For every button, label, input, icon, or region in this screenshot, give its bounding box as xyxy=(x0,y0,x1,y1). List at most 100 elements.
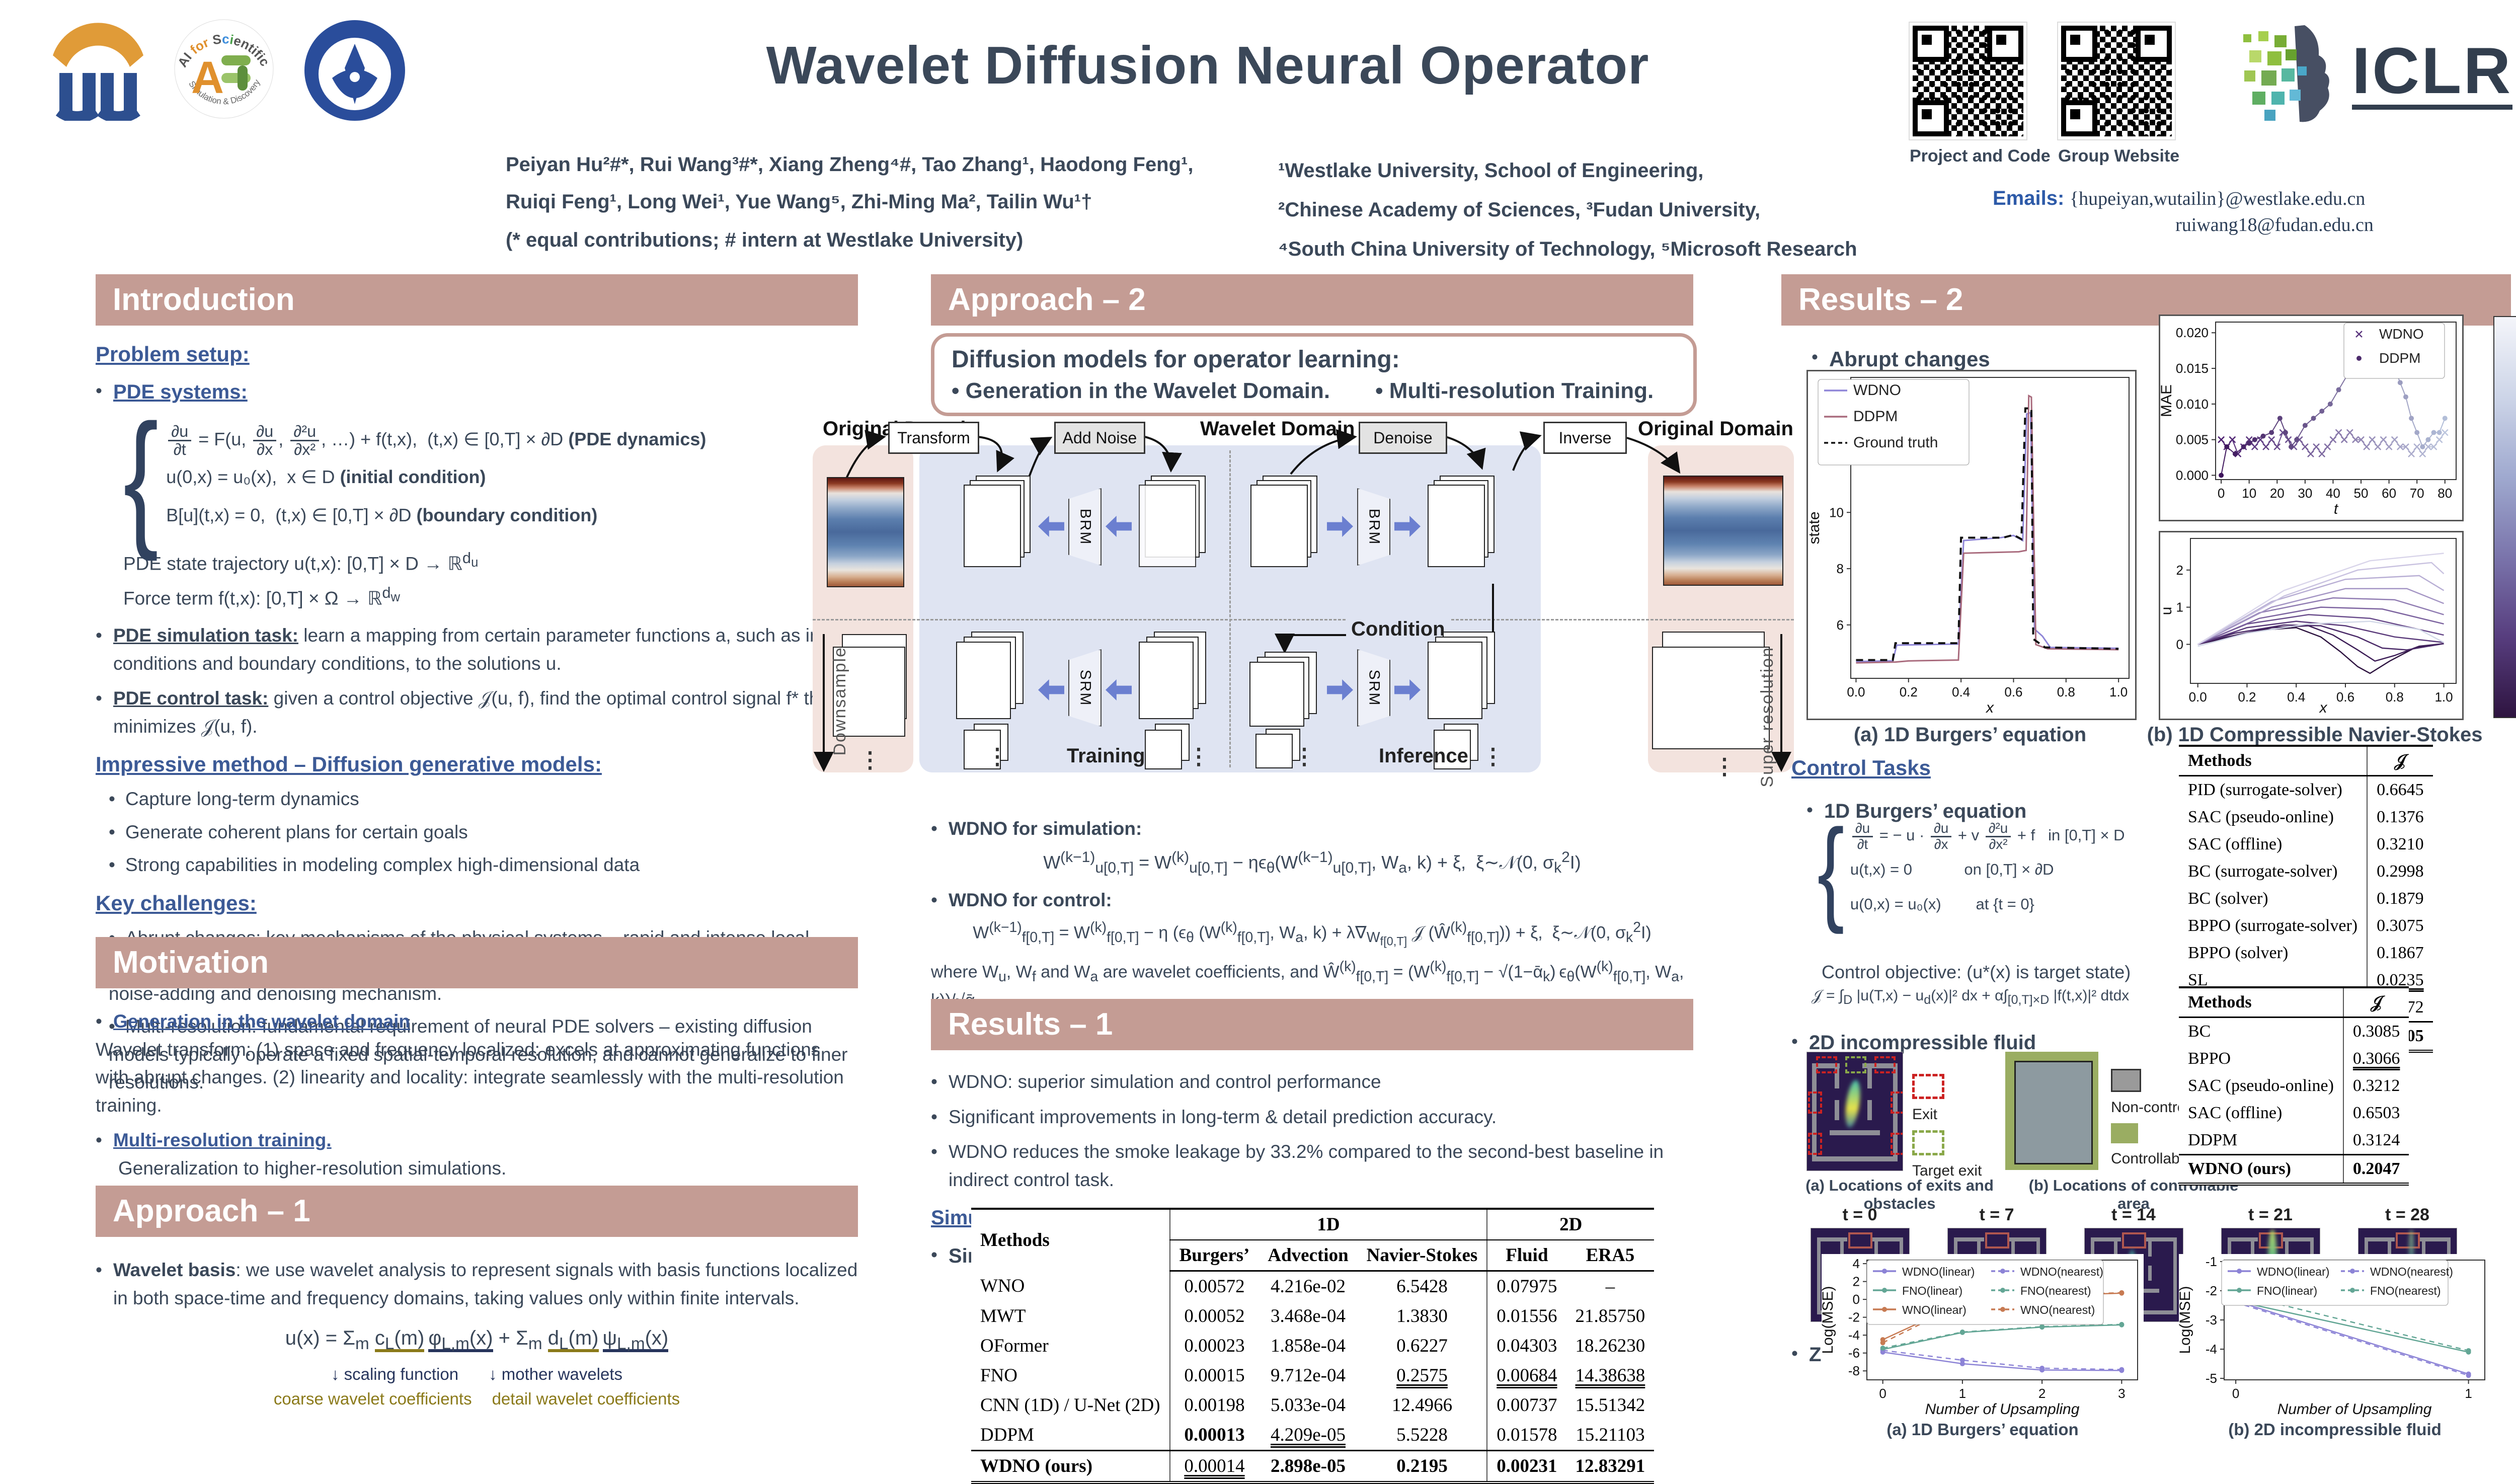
initial-condition-equation: u(0,x) = u₀(x), x ∈ D (initial condition… xyxy=(166,466,486,488)
scaling-function-annotation: ↓ scaling function xyxy=(331,1364,459,1383)
problem-setup-heading: Problem setup: xyxy=(96,342,250,366)
qr-group-website: Group Website xyxy=(2057,22,2180,166)
sim-task-text: learn a mapping from certain parameter f… xyxy=(113,625,848,674)
motivation-content: •Generation in the wavelet domain Wavele… xyxy=(96,1000,858,1182)
controllable-swatch xyxy=(2111,1123,2138,1143)
caption-navier-stokes: (b) 1D Compressible Navier-Stokes xyxy=(2147,724,2483,746)
boundary-condition-equation: B[u](t,x) = 0, (t,x) ∈ [0,T] × ∂D (bound… xyxy=(166,504,598,525)
key-challenges-heading: Key challenges: xyxy=(96,891,257,915)
super-resolution-label: Super resolution xyxy=(1758,647,1777,788)
svg-text:0.020: 0.020 xyxy=(2176,325,2209,340)
svg-text:0.6: 0.6 xyxy=(2336,689,2354,705)
iclr-wordmark: ICLR xyxy=(2352,36,2513,110)
ellipsis: ⋮ xyxy=(1188,744,1210,769)
svg-text:0.000: 0.000 xyxy=(2176,468,2209,483)
results1-bullet-2: Significant improvements in long-term & … xyxy=(948,1106,1497,1127)
training-label: Training xyxy=(1067,745,1145,767)
fluid-heading: 2D incompressible fluid xyxy=(1809,1032,2036,1054)
svg-text:DDPM: DDPM xyxy=(1853,408,1898,425)
svg-text:WDNO: WDNO xyxy=(2379,326,2424,342)
svg-text:FNO(nearest): FNO(nearest) xyxy=(2370,1284,2441,1297)
wdno-simulation-formula: W(k−1)u[0,T] = W(k)u[0,T] − ηϵθ(W(k−1)u[… xyxy=(1043,848,1581,876)
section-approach-2: Approach – 2 xyxy=(931,274,1693,326)
detail-coefficients-annotation: detail wavelet coefficients xyxy=(492,1389,680,1409)
section-motivation: Motivation xyxy=(96,937,858,988)
multires-text: Generalization to higher-resolution simu… xyxy=(118,1157,507,1179)
table-row: SAC (pseudo-online)0.1376 xyxy=(2179,804,2433,831)
svg-text:0.6: 0.6 xyxy=(2004,684,2022,699)
control-tasks-heading: Control Tasks xyxy=(1791,756,1931,779)
svg-text:0: 0 xyxy=(1853,1292,1860,1307)
wavelet-coeff-stack-clean xyxy=(964,476,1032,571)
qr-project-code: Project and Code xyxy=(1909,22,2051,166)
svg-text:-2: -2 xyxy=(1848,1310,1860,1325)
qr-group-label: Group Website xyxy=(2058,146,2180,166)
svg-text:0.4: 0.4 xyxy=(2287,689,2305,705)
authors-line-1: Peiyan Hu²#*, Rui Wang³#*, Xiang Zheng⁴#… xyxy=(506,153,1194,176)
svg-text:6: 6 xyxy=(1837,617,1844,633)
original-domain-right-label: Original Domain xyxy=(1638,418,1793,440)
target-exit-label: Target exit xyxy=(1912,1162,1982,1179)
sim-task-label: PDE simulation task: xyxy=(113,625,298,646)
control-objective-text: Control objective: (u*(x) is target stat… xyxy=(1822,962,2131,982)
srm-model-inference: SRM xyxy=(1357,649,1390,727)
denoise-box: Denoise xyxy=(1359,422,1447,454)
target-exit-swatch xyxy=(1912,1130,1944,1155)
pde-system-equations: { ∂u∂t = F(u, ∂u∂x, ∂²u∂x², …) + f(t,x),… xyxy=(116,402,858,553)
reconstructed-state-heatmap xyxy=(1663,476,1783,586)
svg-text:10: 10 xyxy=(1829,505,1844,520)
wdno-control-label: WDNO for control: xyxy=(948,889,1112,910)
page-title: Wavelet Diffusion Neural Operator xyxy=(766,36,1649,95)
svg-text:-3: -3 xyxy=(2206,1312,2217,1327)
condition-label: Condition xyxy=(1346,618,1450,641)
svg-text:40: 40 xyxy=(2326,486,2340,501)
superres-coeff-stack-large xyxy=(1428,632,1498,722)
diffusion-benefits-list: Capture long-term dynamics Generate cohe… xyxy=(109,785,858,879)
svg-text:0.010: 0.010 xyxy=(2176,397,2209,412)
affiliations: ¹Westlake University, School of Engineer… xyxy=(1278,151,1897,308)
svg-text:0: 0 xyxy=(2218,486,2225,501)
fluid-controllable-image xyxy=(2005,1052,2098,1170)
generated-coeff-stack xyxy=(1428,476,1498,571)
svg-text:WNO(linear): WNO(linear) xyxy=(1902,1303,1967,1316)
state-heatmap xyxy=(827,477,904,587)
table-row: BC (solver)0.1879 xyxy=(2179,885,2433,912)
svg-text:x: x xyxy=(2319,699,2328,716)
svg-text:1.0: 1.0 xyxy=(2109,684,2128,699)
iclr-head-icon xyxy=(2243,25,2329,122)
table-row: PID (surrogate-solver)0.6645 xyxy=(2179,775,2433,804)
abrupt-changes-heading-row: •Abrupt changes xyxy=(1812,343,1990,375)
callout-title: Diffusion models for operator learning: xyxy=(952,346,1400,373)
svg-text:WDNO(linear): WDNO(linear) xyxy=(2257,1265,2329,1278)
multires-heading: Multi-resolution training. xyxy=(113,1130,332,1150)
svg-text:-4: -4 xyxy=(1848,1327,1860,1343)
multires-noised-stack-small xyxy=(1145,724,1195,769)
svg-text:WDNO(nearest): WDNO(nearest) xyxy=(2020,1265,2103,1278)
svg-text:MAE: MAE xyxy=(2159,384,2175,417)
svg-text:0.2: 0.2 xyxy=(1900,684,1918,699)
method-diagram: Original Domain Wavelet Domain Original … xyxy=(813,418,1794,800)
timestep-label: t = 14 xyxy=(2111,1205,2156,1224)
svg-text:2: 2 xyxy=(2038,1386,2046,1401)
coarse-coefficients-annotation: coarse wavelet coefficients xyxy=(273,1389,472,1409)
wavelet-basis-label: Wavelet basis xyxy=(113,1260,236,1280)
svg-text:0.2: 0.2 xyxy=(2238,689,2256,705)
affil-line-3: ⁴South China University of Technology, ⁵… xyxy=(1278,238,1857,299)
qr-code-image xyxy=(1909,22,2027,140)
svg-text:DDPM: DDPM xyxy=(2379,350,2420,366)
wavelet-domain-text: Wavelet transform: (1) space and frequen… xyxy=(96,1039,844,1116)
affil-line-2: ²Chinese Academy of Sciences, ³Fudan Uni… xyxy=(1278,199,1761,221)
burgers-eq-2: u(t,x) = 0 on [0,T] × ∂D xyxy=(1850,861,2054,879)
inference-label: Inference xyxy=(1379,745,1468,767)
svg-text:-5: -5 xyxy=(2206,1371,2217,1386)
caption-sr-burgers: (a) 1D Burgers’ equation xyxy=(1886,1420,2079,1439)
results1-bullet-3: WDNO reduces the smoke leakage by 33.2% … xyxy=(948,1141,1664,1190)
svg-text:1: 1 xyxy=(2465,1386,2472,1401)
svg-text:x: x xyxy=(1985,699,1994,716)
